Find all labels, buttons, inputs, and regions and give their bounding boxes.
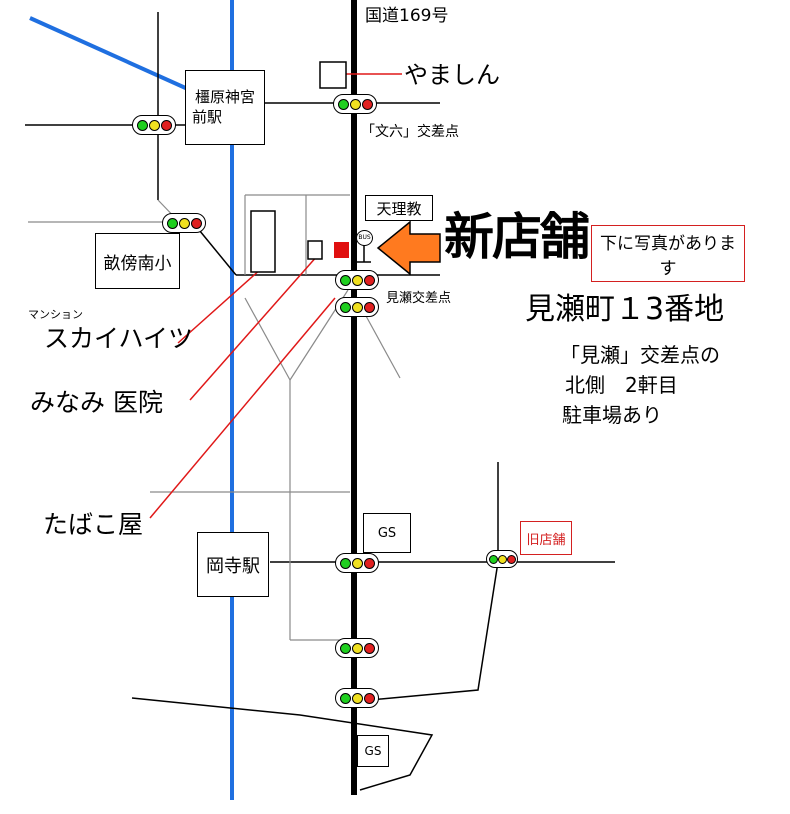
railway-line-branch [29, 16, 191, 92]
old-store-label: 旧店舗 [520, 521, 572, 555]
new-store-address: 見瀬町１3番地 [525, 292, 725, 327]
skyheights-building [250, 210, 276, 273]
new-store-marker [334, 242, 349, 258]
station-name-line2: 前駅 [192, 107, 223, 126]
yellow-lamp [351, 301, 363, 313]
traffic-light-kashihara [132, 115, 176, 135]
yellow-lamp [351, 642, 363, 654]
green-lamp [339, 557, 351, 569]
red-lamp [363, 557, 375, 569]
green-lamp [339, 642, 351, 654]
yellow-lamp [351, 692, 363, 704]
kashihara-jingumae-station: 橿原神宮 前駅 [185, 70, 265, 145]
tobacco-shop-label: たばこ屋 [43, 510, 144, 539]
yamashin-building [319, 61, 347, 89]
skyheights-label: スカイハイツ [44, 324, 194, 353]
red-lamp [190, 217, 202, 229]
green-lamp [339, 692, 351, 704]
photo-note: 下に写真があります [591, 225, 745, 282]
okadera-station: 岡寺駅 [197, 532, 269, 597]
yellow-lamp [351, 274, 363, 286]
green-lamp [339, 274, 351, 286]
directions-line1: 「見瀬」交差点の [560, 343, 720, 367]
gas-station-upper: GS [363, 513, 411, 553]
traffic-light-mise-north [335, 270, 379, 290]
bus-stop-sign: BUS [356, 230, 373, 246]
mise-intersection-label: 見瀬交差点 [386, 291, 452, 306]
yamashin-label: やましん [404, 61, 500, 89]
red-lamp [160, 119, 172, 131]
yellow-lamp [178, 217, 190, 229]
traffic-light-school [162, 213, 206, 233]
traffic-light-bunroku [333, 94, 377, 114]
minor-roads [28, 194, 401, 641]
new-store-arrow [376, 220, 441, 276]
green-lamp [337, 98, 349, 110]
station-name-line1: 橿原神宮 [194, 88, 255, 106]
red-lamp [361, 98, 373, 110]
minami-clinic-building [307, 240, 323, 260]
unebi-minami-school: 畝傍南小 [95, 233, 180, 289]
yellow-lamp [148, 119, 160, 131]
red-lamp [506, 554, 516, 564]
traffic-light-okadera [335, 553, 379, 573]
new-store-title: 新店舗 [444, 208, 590, 266]
traffic-light-old-store [486, 550, 518, 568]
yellow-lamp [351, 557, 363, 569]
route-169-label: 国道169号 [365, 6, 449, 26]
bunroku-intersection-label: 「文六」交差点 [361, 124, 459, 140]
traffic-light-south-1 [335, 638, 379, 658]
minami-clinic-label: みなみ 医院 [30, 388, 163, 417]
green-lamp [136, 119, 148, 131]
gas-station-lower: GS [357, 735, 389, 767]
red-lamp [363, 692, 375, 704]
yellow-lamp [349, 98, 361, 110]
red-lamp [363, 642, 375, 654]
green-lamp [166, 217, 178, 229]
yellow-lamp [497, 554, 507, 564]
directions-line3: 駐車場あり [562, 403, 662, 427]
traffic-light-south-2 [335, 688, 379, 708]
tenrikyo-label: 天理教 [365, 195, 433, 221]
red-lamp [363, 301, 375, 313]
mansion-label: マンション [28, 308, 83, 321]
green-lamp [488, 554, 498, 564]
green-lamp [339, 301, 351, 313]
directions-line2: 北側 2軒目 [565, 373, 678, 397]
traffic-light-mise-south [335, 297, 379, 317]
red-lamp [363, 274, 375, 286]
